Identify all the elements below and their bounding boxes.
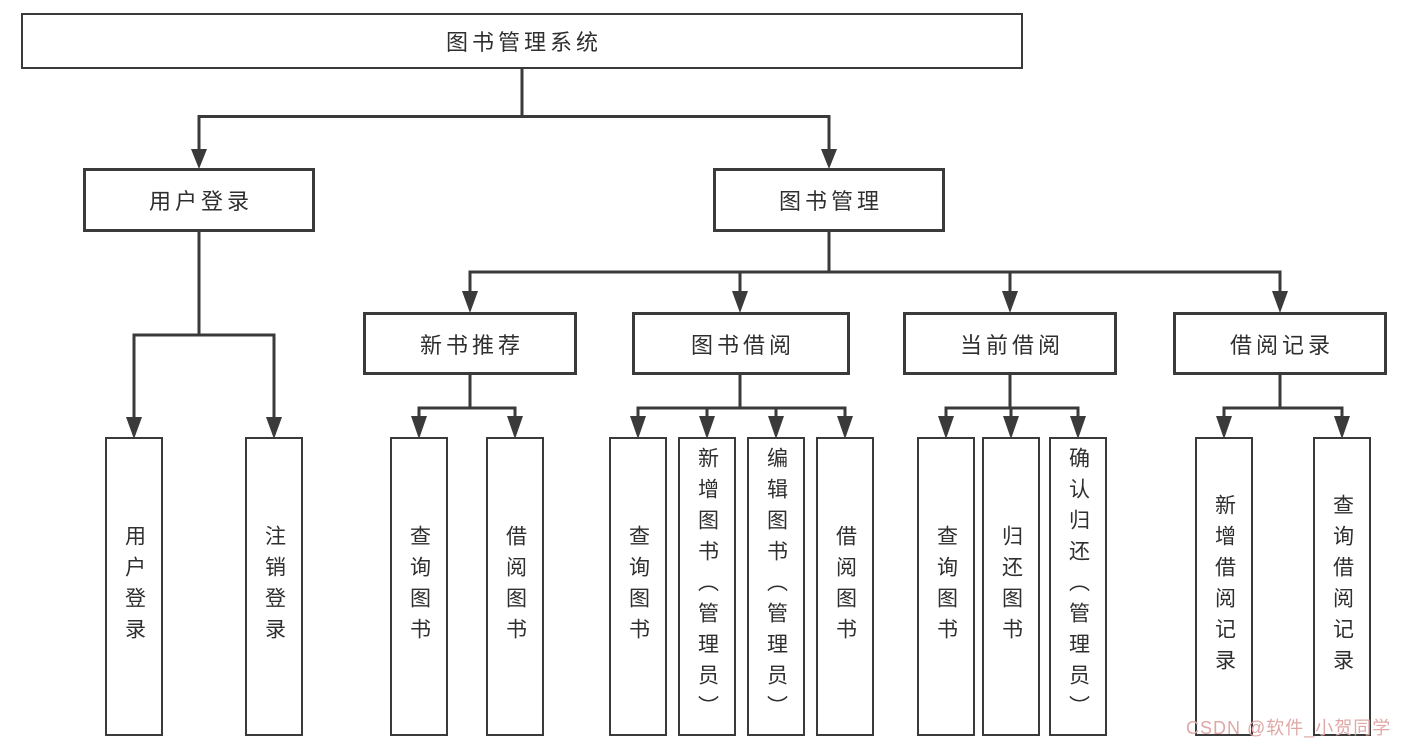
- leaf-newbook-query-books: 查询图书: [390, 437, 448, 736]
- leaf-borrow-add-books-admin: 新增图书（管理员）: [678, 437, 736, 736]
- node-current-borrow: 当前借阅: [903, 312, 1117, 375]
- csdn-watermark: CSDN @软件_小贺同学: [1186, 718, 1392, 738]
- leaf-current-return-books: 归还图书: [982, 437, 1040, 736]
- wire-user-login-children: [126, 232, 282, 439]
- leaf-user-login: 用户登录: [105, 437, 163, 736]
- node-root-title: 图书管理系统: [21, 13, 1023, 69]
- leaf-current-confirm-return-admin: 确认归还（管理员）: [1049, 437, 1107, 736]
- node-book-management: 图书管理: [713, 168, 945, 232]
- wire-borrow-children: [630, 375, 853, 439]
- leaf-current-query-books: 查询图书: [917, 437, 975, 736]
- leaf-borrow-edit-books-admin: 编辑图书（管理员）: [747, 437, 805, 736]
- leaf-newbook-borrow-books: 借阅图书: [486, 437, 544, 736]
- leaf-borrow-query-books: 查询图书: [609, 437, 667, 736]
- wire-current-children: [938, 375, 1086, 439]
- wire-record-children: [1216, 375, 1350, 439]
- leaf-borrow-borrow-books: 借阅图书: [816, 437, 874, 736]
- wire-new-book-children: [411, 375, 523, 439]
- node-borrow-record: 借阅记录: [1173, 312, 1387, 375]
- leaf-record-add-borrow-record: 新增借阅记录: [1195, 437, 1253, 736]
- wire-book-mgmt-children: [462, 232, 1288, 313]
- leaf-record-query-borrow-record: 查询借阅记录: [1313, 437, 1371, 736]
- leaf-logout: 注销登录: [245, 437, 303, 736]
- node-new-book-recommend: 新书推荐: [363, 312, 577, 375]
- node-book-borrow: 图书借阅: [632, 312, 850, 375]
- wire-root-children: [191, 69, 837, 169]
- node-user-login: 用户登录: [83, 168, 315, 232]
